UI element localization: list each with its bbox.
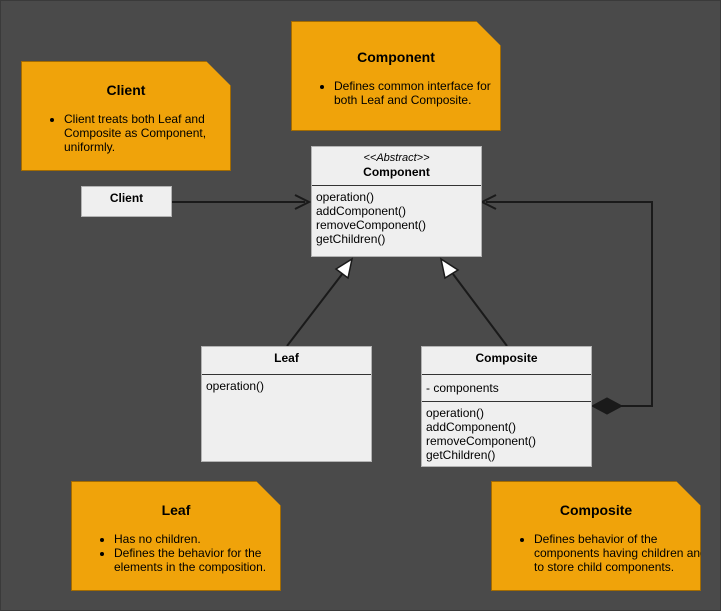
note-component-bullet: Defines common interface for both Leaf a… — [334, 79, 512, 107]
class-composite-fields: - components — [422, 375, 591, 401]
class-composite-name: Composite — [475, 351, 538, 365]
note-client-title: Client — [106, 82, 146, 98]
note-composite-bullet: Defines behavior of the components havin… — [534, 532, 716, 574]
note-leaf-bullet-2: Defines the behavior for the elements in… — [114, 546, 288, 574]
note-leaf-list: Has no children. Defines the behavior fo… — [92, 532, 288, 574]
class-component-method: removeComponent() — [316, 218, 427, 232]
class-component[interactable]: <<Abstract>> Component operation() addCo… — [311, 146, 482, 257]
note-composite: Composite Defines behavior of the compon… — [491, 481, 701, 591]
class-component-methods: operation() addComponent() removeCompone… — [312, 186, 481, 250]
class-composite-method: getChildren() — [426, 448, 496, 462]
class-composite[interactable]: Composite - components operation() addCo… — [421, 346, 592, 467]
class-leaf-methods: operation() — [202, 375, 371, 397]
class-component-stereotype: <<Abstract>> — [363, 152, 430, 164]
note-component: Component Defines common interface for b… — [291, 21, 501, 131]
class-composite-method: operation() — [426, 406, 485, 420]
class-composite-field: - components — [426, 381, 499, 395]
note-composite-title: Composite — [559, 502, 633, 518]
class-composite-divider-1 — [422, 374, 591, 375]
note-leaf-title: Leaf — [161, 502, 191, 518]
class-composite-divider-2 — [422, 401, 591, 402]
note-client-bullet: Client treats both Leaf and Composite as… — [64, 112, 234, 154]
class-composite-method: addComponent() — [426, 420, 517, 434]
class-leaf[interactable]: Leaf operation() — [201, 346, 372, 462]
client-to-component-arrowhead — [294, 194, 312, 210]
class-leaf-divider — [202, 374, 371, 375]
class-component-method: operation() — [316, 190, 375, 204]
composite-inheritance-triangle — [439, 257, 460, 280]
class-composite-methods: operation() addComponent() removeCompone… — [422, 402, 591, 466]
note-leaf: Leaf Has no children. Defines the behavi… — [71, 481, 281, 591]
class-component-divider — [312, 185, 481, 186]
class-component-header: <<Abstract>> Component — [312, 147, 481, 185]
composition-line — [486, 201, 653, 407]
note-client: Client Client treats both Leaf and Compo… — [21, 61, 231, 171]
note-leaf-bullet-1: Has no children. — [114, 532, 288, 546]
composition-diamond — [590, 397, 624, 415]
class-component-name: Component — [363, 165, 430, 179]
class-client-name: Client — [109, 191, 144, 205]
note-composite-list: Defines behavior of the components havin… — [512, 532, 716, 574]
class-client[interactable]: Client — [81, 186, 172, 217]
note-component-list: Defines common interface for both Leaf a… — [312, 79, 512, 107]
class-component-method: getChildren() — [316, 232, 386, 246]
leaf-inheritance-line — [286, 272, 344, 347]
class-leaf-method: operation() — [206, 379, 265, 393]
class-leaf-name: Leaf — [274, 351, 299, 365]
note-client-list: Client treats both Leaf and Composite as… — [42, 112, 234, 154]
composition-arrowhead — [479, 194, 497, 210]
composite-inheritance-line — [452, 273, 508, 347]
class-composite-method: removeComponent() — [426, 434, 537, 448]
note-component-title: Component — [357, 49, 435, 65]
leaf-inheritance-triangle — [334, 257, 354, 280]
class-component-method: addComponent() — [316, 204, 407, 218]
